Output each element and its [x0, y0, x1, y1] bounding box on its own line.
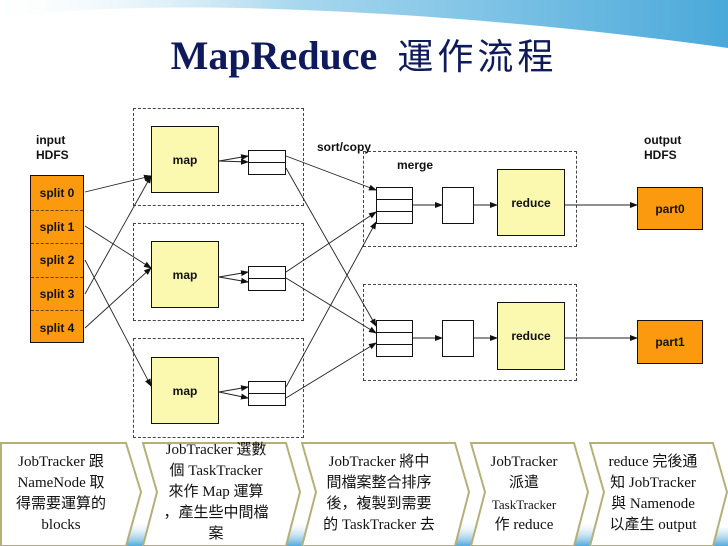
map-box[interactable]: map	[151, 357, 219, 424]
step-line: 作 reduce	[494, 517, 554, 533]
step-3: JobTracker 將中間檔案整合排序後，複製到需要的 TaskTracker…	[306, 442, 456, 546]
step-line: JobTracker 跟	[18, 454, 104, 470]
step-line: 派遣	[508, 475, 539, 491]
map-task-group	[133, 338, 304, 438]
step-chevron	[0, 442, 143, 546]
map-task-group	[133, 108, 304, 206]
page-title: MapReduce 運作流程	[0, 28, 728, 80]
step-chevron	[588, 442, 728, 546]
step-line: 的 TaskTracker 去	[323, 517, 435, 533]
map-output-buffer	[248, 381, 286, 406]
sorted-buffer	[442, 187, 474, 224]
split-block[interactable]: split 1	[31, 209, 83, 244]
step-chevron	[141, 442, 302, 546]
map-to-buffer-arrow	[218, 391, 249, 400]
reduce-box[interactable]: reduce	[497, 169, 565, 236]
split-to-map-arrow	[84, 267, 152, 329]
map-box[interactable]: map	[151, 241, 219, 308]
map-task-group	[133, 223, 304, 321]
step-line: 間檔案整合排序	[326, 475, 432, 491]
shuffle-arrow	[285, 277, 377, 334]
step-1: JobTracker 跟 NameNode 取得需要運算的 blocks	[0, 442, 130, 546]
map-box[interactable]: map	[151, 126, 219, 193]
step-line: JobTracker 將中	[328, 454, 430, 470]
step-line: 與 Namenode	[611, 496, 695, 512]
step-line: TaskTracker	[491, 497, 557, 512]
step-chevron	[300, 442, 471, 546]
step-2: JobTracker 選數個 TaskTracker 來作 Map 運算 ，產生些中…	[146, 440, 290, 544]
step-line: reduce 完後通	[608, 454, 698, 470]
input-label-line1: input	[36, 133, 66, 147]
split-block[interactable]: split 3	[31, 276, 83, 311]
split-to-map-arrow	[84, 259, 152, 387]
split-block[interactable]: split 4	[31, 310, 83, 344]
shuffle-arrow	[285, 342, 377, 399]
shuffle-arrow	[285, 211, 377, 273]
output-label-line2: HDFS	[644, 148, 677, 162]
output-part[interactable]: part0	[637, 187, 703, 230]
sorted-buffer	[442, 320, 474, 357]
step-line: 來作 Map 運算	[168, 483, 264, 500]
map-to-buffer-arrow	[218, 276, 249, 284]
merge-buffer	[376, 187, 413, 224]
output-part[interactable]: part1	[637, 320, 703, 364]
output-label-line1: output	[644, 133, 682, 147]
step-line: JobTracker 選數	[165, 441, 267, 458]
step-line: JobTracker	[490, 454, 558, 470]
map-to-buffer-arrow	[218, 154, 249, 162]
step-line: 以產生 output	[609, 517, 697, 533]
step-line: 案	[208, 525, 224, 542]
merge-label: merge	[397, 158, 434, 172]
map-to-buffer-arrow	[218, 158, 249, 165]
map-to-buffer-arrow	[218, 385, 249, 393]
step-line: 知 JobTracker	[610, 475, 696, 491]
step-line: 個 TaskTracker	[169, 462, 263, 479]
split-block[interactable]: split 0	[39, 185, 75, 200]
reduce-task-group	[363, 151, 577, 247]
map-output-buffer	[248, 266, 286, 291]
step-line: ，產生些中間檔	[163, 504, 269, 521]
split-to-map-arrow	[84, 175, 152, 295]
reduce-task-group	[363, 284, 577, 381]
step-4: JobTracker 派遣 TaskTracker 作 reduce	[474, 442, 578, 546]
split-block[interactable]: split 2	[31, 243, 83, 277]
split-to-map-arrow	[84, 174, 152, 193]
shuffle-arrow	[285, 167, 377, 327]
reduce-box[interactable]: reduce	[497, 302, 565, 370]
title-latin: MapReduce	[170, 33, 378, 78]
shuffle-arrow	[285, 155, 377, 191]
step-5: reduce 完後通知 JobTracker 與 Namenode 以產生 outp…	[593, 442, 717, 546]
step-chevron	[469, 442, 590, 546]
title-cjk: 運作流程	[397, 37, 558, 78]
top-swoosh	[0, 0, 728, 48]
step-line: NameNode 取	[17, 475, 105, 491]
step-line: 後，複製到需要	[326, 496, 432, 512]
merge-buffer	[376, 320, 413, 357]
step-line: 得需要運算的	[15, 496, 106, 512]
input-label-line2: HDFS	[36, 148, 69, 162]
split-to-map-arrow	[84, 225, 152, 269]
input-splits: split 0 split 1 split 2 split 3 split 4	[30, 175, 84, 343]
map-to-buffer-arrow	[218, 270, 249, 278]
step-line: blocks	[41, 517, 81, 533]
shuffle-arrow	[285, 221, 377, 388]
sort-copy-label: sort/copy	[317, 140, 372, 154]
